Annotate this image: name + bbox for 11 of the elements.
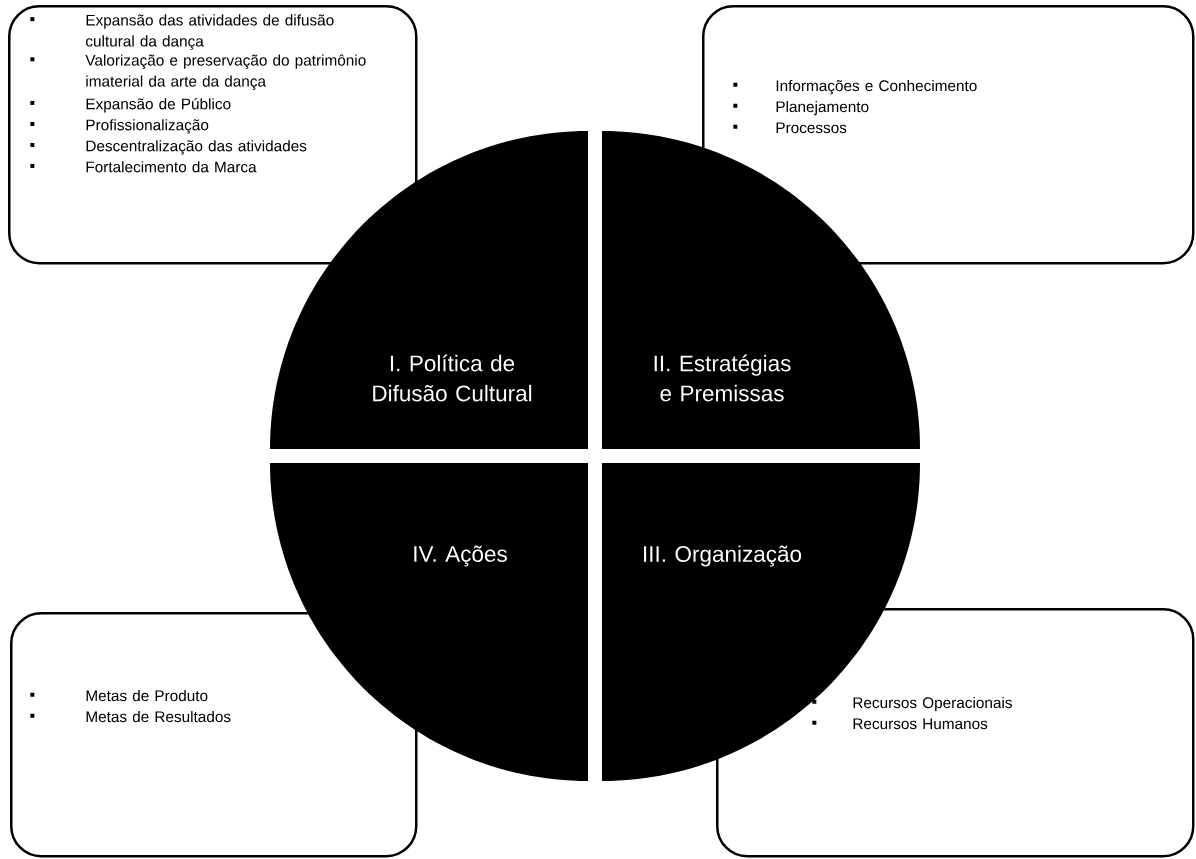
bullet-item: Metas de Resultados (86, 710, 231, 723)
bullet-item: Fortalecimento da Marca (86, 161, 257, 173)
bullet-item: Informações e Conhecimento (776, 79, 977, 95)
bullet-item: Processos (776, 122, 847, 134)
bullet-item: Expansão de Público (86, 97, 231, 113)
bullet-item: Planejamento (776, 100, 869, 116)
bullet-item: Metas de Produto (86, 689, 208, 702)
bullet-item: Expansão das atividades de difusão cultural da dança (86, 14, 334, 50)
bullet-item: Valorização e preservação do patrimônio imaterial da arte da dança (85, 54, 366, 90)
bullet-item: Profissionalização (86, 119, 209, 134)
quadrant-sector: IV. Ações (270, 463, 588, 781)
